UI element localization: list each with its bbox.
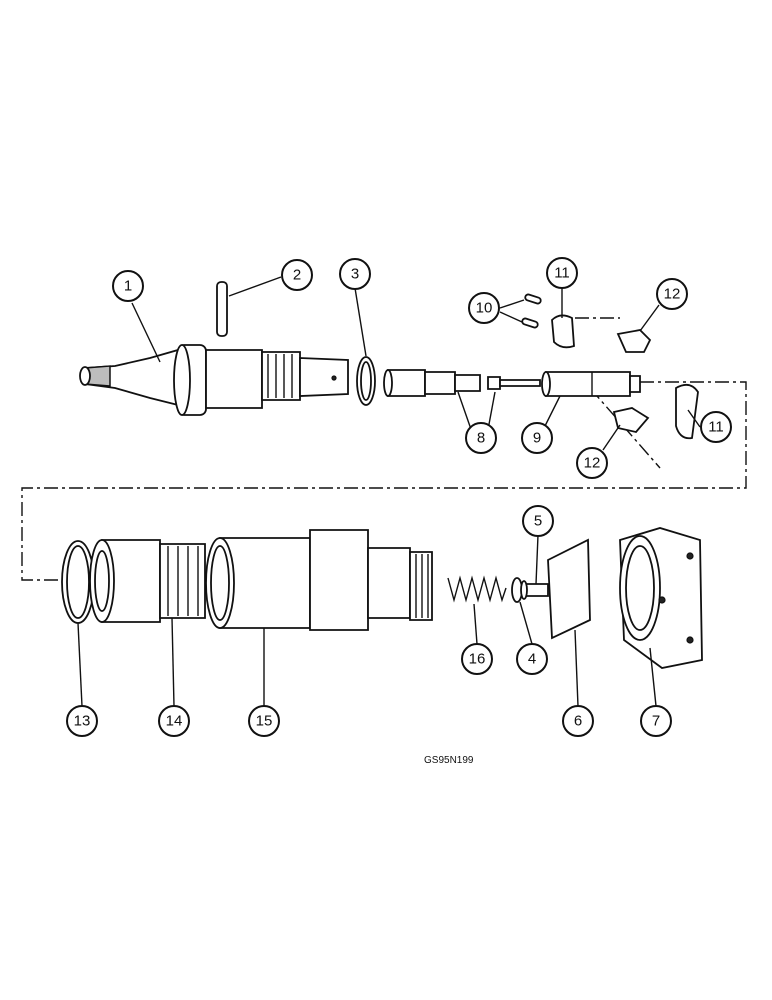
callout-6-label: 6 — [574, 713, 582, 730]
callout-13: 13 — [66, 705, 98, 737]
part-snap-ring-13 — [61, 540, 95, 624]
image-code: GS95N199 — [424, 755, 474, 766]
part-housing — [205, 529, 433, 631]
callout-6: 6 — [562, 705, 594, 737]
callout-8-label: 8 — [477, 430, 485, 447]
callout-8: 8 — [465, 422, 497, 454]
part-plate — [547, 538, 591, 640]
callout-5-label: 5 — [534, 513, 542, 530]
callout-2-label: 2 — [293, 267, 301, 284]
callout-5: 5 — [522, 505, 554, 537]
callout-1-label: 1 — [124, 278, 132, 295]
part-snap-ring-3 — [356, 356, 376, 406]
part-clip-lower — [612, 407, 650, 433]
callout-3-label: 3 — [351, 266, 359, 283]
part-spring — [447, 575, 507, 603]
part-weight-upper — [551, 314, 575, 349]
callout-14: 14 — [158, 705, 190, 737]
part-roll-pin — [216, 281, 228, 337]
callout-11-upper: 11 — [546, 257, 578, 289]
callout-9: 9 — [521, 422, 553, 454]
part-weight-lower — [675, 383, 699, 440]
callout-10: 10 — [468, 292, 500, 324]
callout-1: 1 — [112, 270, 144, 302]
callout-9-label: 9 — [533, 430, 541, 447]
callout-15-label: 15 — [256, 713, 273, 730]
callout-16-label: 16 — [469, 651, 486, 668]
part-main-shaft — [79, 344, 349, 416]
callout-12-upper: 12 — [656, 278, 688, 310]
callout-3: 3 — [339, 258, 371, 290]
callout-4: 4 — [516, 643, 548, 675]
part-gear-hub — [89, 539, 206, 623]
callout-12-lower-label: 12 — [584, 455, 601, 472]
callout-15: 15 — [248, 705, 280, 737]
callout-10-label: 10 — [476, 300, 493, 317]
callout-7: 7 — [640, 705, 672, 737]
part-pins-10 — [521, 293, 542, 329]
callout-11-lower: 11 — [700, 411, 732, 443]
callout-2: 2 — [281, 259, 313, 291]
callout-11-lower-label: 11 — [708, 419, 724, 436]
callout-16: 16 — [461, 643, 493, 675]
callout-13-label: 13 — [74, 713, 91, 730]
callout-12-upper-label: 12 — [664, 286, 681, 303]
callout-12-lower: 12 — [576, 447, 608, 479]
part-clip-upper — [616, 329, 652, 353]
part-spool-body — [541, 371, 641, 397]
leader-lines — [77, 276, 701, 707]
assembly-link-line — [21, 381, 747, 581]
callout-4-label: 4 — [528, 651, 536, 668]
part-cover — [619, 527, 703, 669]
part-plunger — [520, 580, 549, 600]
callout-7-label: 7 — [652, 713, 660, 730]
part-valve-spools — [383, 369, 541, 397]
callout-14-label: 14 — [166, 713, 183, 730]
callout-11-upper-label: 11 — [554, 265, 570, 282]
